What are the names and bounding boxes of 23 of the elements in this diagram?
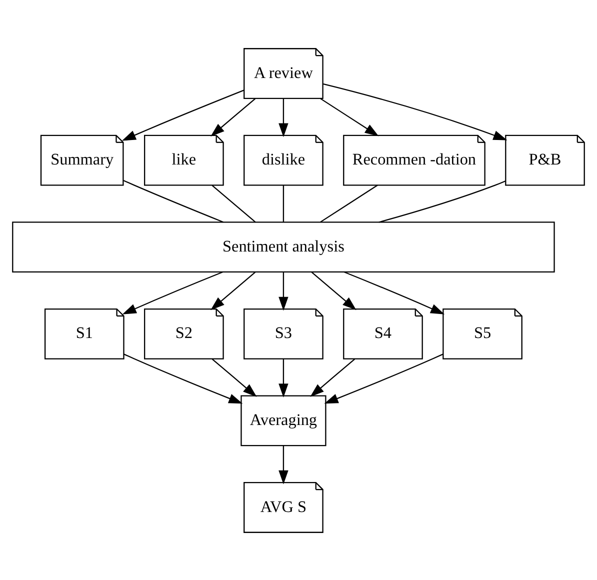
arrow <box>122 89 244 140</box>
arrow <box>278 98 288 137</box>
connector <box>282 184 284 222</box>
arrow <box>122 270 224 314</box>
arrow <box>344 270 445 314</box>
node-box: Averaging <box>240 394 326 446</box>
arrow <box>311 271 356 310</box>
arrow <box>320 97 379 136</box>
arrow <box>210 98 256 136</box>
connector <box>320 184 378 222</box>
arrow <box>278 445 288 484</box>
arrow <box>324 353 444 404</box>
arrow <box>124 353 243 404</box>
arrow <box>278 358 288 398</box>
connector <box>378 180 506 222</box>
connector <box>212 184 256 222</box>
arrow <box>310 358 356 396</box>
connector <box>123 180 224 222</box>
arrow <box>210 271 256 310</box>
arrow <box>278 272 288 310</box>
node-box: Sentiment analysis <box>12 221 555 272</box>
arrow <box>322 82 508 140</box>
arrow <box>212 358 257 396</box>
